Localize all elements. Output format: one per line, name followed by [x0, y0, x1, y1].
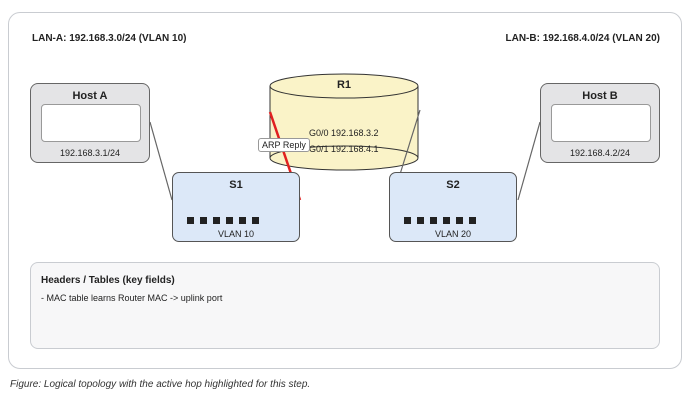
lan-b-label: LAN-B: 192.168.4.0/24 (VLAN 20) [505, 33, 660, 44]
link-hosta-s1 [149, 121, 173, 201]
host-b: Host B 192.168.4.2/24 [540, 83, 660, 163]
router-interface-g00: G0/0 192.168.3.2 [309, 128, 379, 138]
switch-s2-vlan: VLAN 20 [434, 229, 472, 239]
switch-s2-name: S2 [446, 179, 460, 191]
switch-s2: S2 VLAN 20 [389, 172, 517, 242]
panel-title: Headers / Tables (key fields) [41, 275, 175, 286]
figure-caption: Figure: Logical topology with the active… [10, 379, 311, 390]
host-a-name: Host A [72, 90, 108, 102]
switch-s1-ports-icon [187, 217, 259, 224]
switch-s1-vlan: VLAN 10 [217, 229, 255, 239]
active-hop-label: ARP Reply [258, 138, 310, 152]
panel-line: - MAC table learns Router MAC -> uplink … [41, 293, 223, 303]
router-r1-label: R1 [336, 79, 352, 91]
host-a-ip: 192.168.3.1/24 [59, 148, 121, 158]
host-a-screen-icon [41, 104, 141, 142]
host-b-ip: 192.168.4.2/24 [569, 148, 631, 158]
link-hostb-s2 [517, 121, 541, 201]
switch-s2-ports-icon [404, 217, 476, 224]
router-interface-g01: G0/1 192.168.4.1 [309, 144, 379, 154]
host-b-screen-icon [551, 104, 651, 142]
headers-tables-panel: Headers / Tables (key fields) - MAC tabl… [30, 262, 660, 349]
switch-s1: S1 VLAN 10 [172, 172, 300, 242]
host-a: Host A 192.168.3.1/24 [30, 83, 150, 163]
host-b-name: Host B [582, 90, 618, 102]
switch-s1-name: S1 [229, 179, 243, 191]
lan-a-label: LAN-A: 192.168.3.0/24 (VLAN 10) [32, 33, 187, 44]
